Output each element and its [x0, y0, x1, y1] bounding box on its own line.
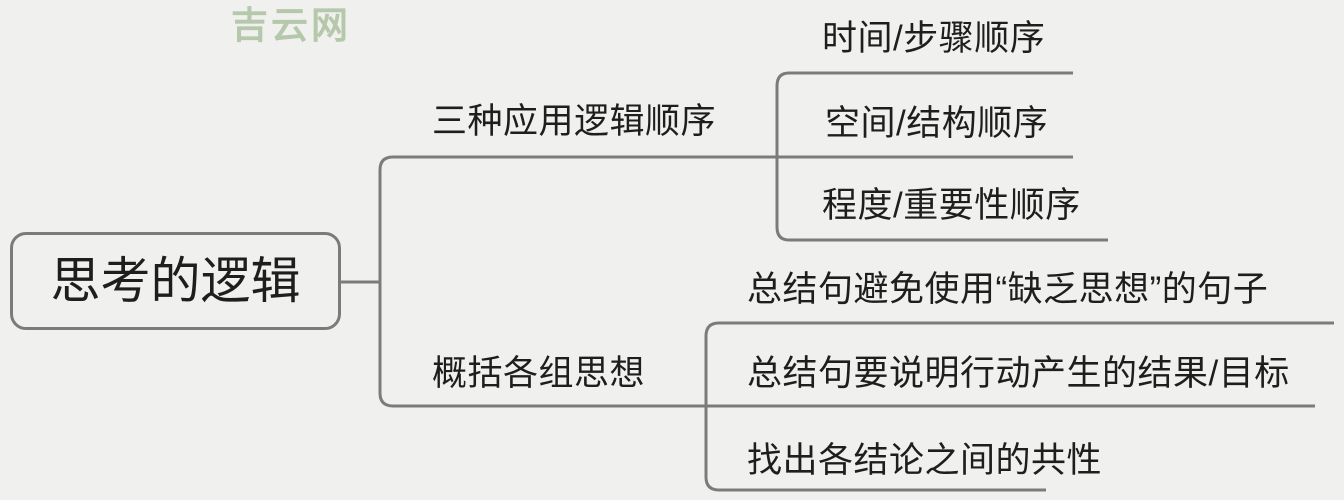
branch1-child3-node[interactable]: 程度/重要性顺序	[822, 186, 1081, 225]
root-node-label: 思考的逻辑	[50, 253, 301, 309]
branch2-child-trunk-line	[704, 321, 720, 492]
branch2-child2-node[interactable]: 总结句要说明行动产生的结果/目标	[747, 354, 1290, 393]
watermark: 吉云网	[231, 5, 351, 46]
branch2-child1-node[interactable]: 总结句避免使用“缺乏思想”的句子	[747, 270, 1269, 309]
branch1-child-trunk-line	[775, 71, 790, 242]
branch1-node[interactable]: 三种应用逻辑顺序	[432, 102, 717, 141]
root-node[interactable]: 思考的逻辑	[10, 232, 341, 330]
branch1-child2-node[interactable]: 空间/结构顺序	[825, 104, 1049, 143]
branch1-child1-node[interactable]: 时间/步骤顺序	[822, 19, 1046, 58]
branch2-child3-node[interactable]: 找出各结论之间的共性	[747, 441, 1103, 480]
branch2-node[interactable]: 概括各组思想	[432, 354, 646, 393]
root-trunk-line	[378, 155, 394, 408]
